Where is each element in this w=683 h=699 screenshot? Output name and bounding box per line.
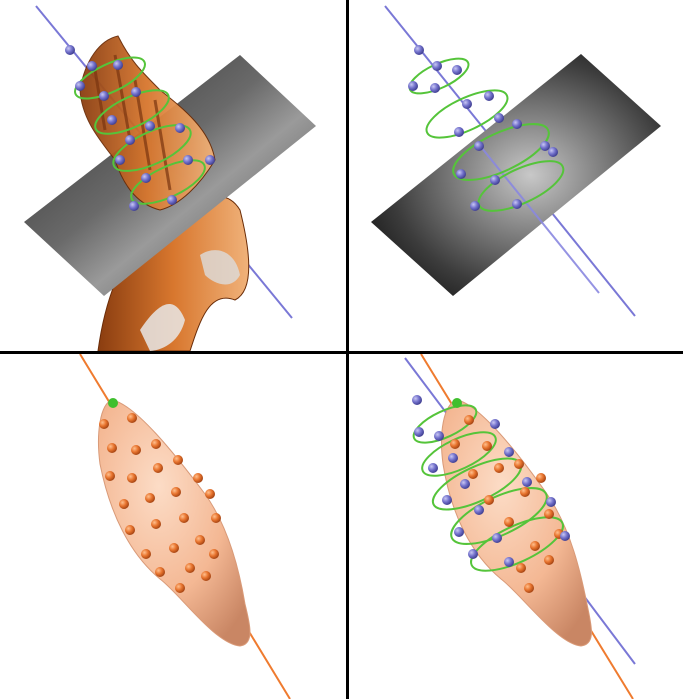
panel-bottom-right bbox=[349, 354, 683, 699]
vertical-divider bbox=[346, 0, 349, 699]
panel-bottom-left bbox=[0, 354, 346, 699]
panel-top-left bbox=[0, 0, 346, 351]
surface-model bbox=[99, 400, 251, 646]
horizontal-divider bbox=[0, 351, 683, 354]
panel-bottom-left-scene bbox=[0, 354, 346, 699]
panel-top-left-scene bbox=[0, 0, 346, 351]
panel-top-right-scene bbox=[349, 0, 683, 351]
panel-top-right bbox=[349, 0, 683, 351]
tip-marker bbox=[108, 398, 118, 408]
tip-marker bbox=[452, 398, 462, 408]
panel-bottom-right-scene bbox=[349, 354, 683, 699]
